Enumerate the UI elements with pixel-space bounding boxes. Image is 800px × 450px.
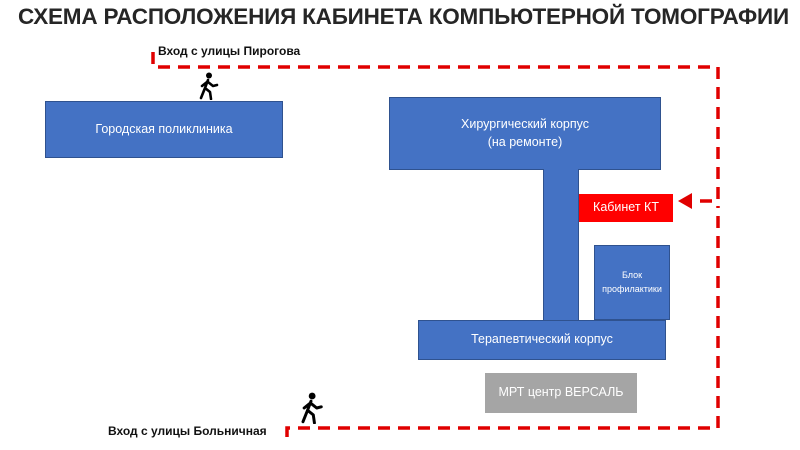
building-mri-center: МРТ центр ВЕРСАЛЬ [485, 373, 637, 413]
route-top-path [151, 52, 720, 203]
building-sublabel: (на ремонте) [487, 134, 563, 149]
building-city-polyclinic: Городская поликлиника [45, 101, 283, 158]
building-surgical: Хирургический корпус (на ремонте) [389, 97, 661, 170]
entrance-label-bolnichnaya: Вход с улицы Больничная [108, 424, 267, 438]
entrance-label-pirogova: Вход с улицы Пирогова [158, 44, 301, 58]
building-label: МРТ центр ВЕРСАЛЬ [498, 385, 624, 400]
walking-person-icon [199, 72, 219, 100]
ct-room: Кабинет КТ [579, 194, 673, 222]
building-connector-corridor [543, 169, 579, 321]
walking-person-icon [301, 392, 323, 424]
building-prevention-block: Блок профилактики [594, 245, 670, 320]
diagram-title: СХЕМА РАСПОЛОЖЕНИЯ КАБИНЕТА КОМПЬЮТЕРНОЙ… [18, 4, 789, 29]
building-sublabel: профилактики [602, 283, 662, 294]
building-label: Кабинет КТ [593, 200, 659, 215]
route-bottom-path [285, 206, 720, 437]
building-therapeutic: Терапевтический корпус [418, 320, 666, 360]
building-label: Терапевтический корпус [471, 332, 613, 347]
route-arrowhead [678, 193, 692, 209]
building-label: Хирургический корпус [461, 117, 589, 131]
building-label: Блок [621, 270, 643, 280]
building-label: Городская поликлиника [95, 121, 233, 136]
